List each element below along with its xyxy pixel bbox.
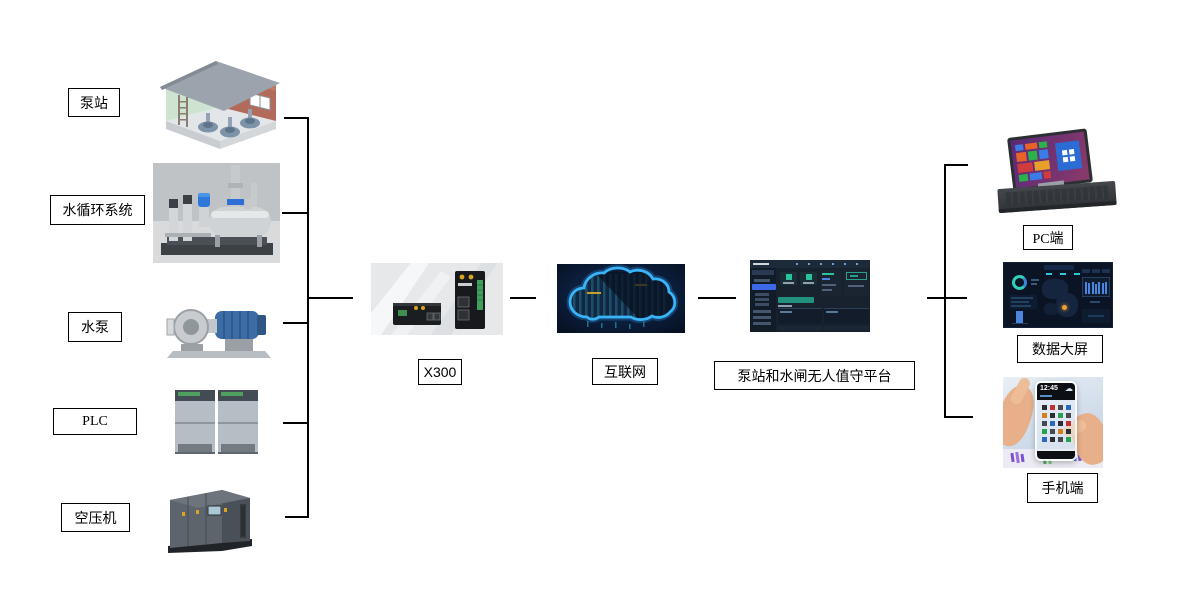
label-pump-station-text: 泵站 — [80, 96, 108, 112]
equipment-base-frame — [161, 243, 273, 255]
plc-module-left — [175, 390, 215, 454]
transparent-phone: 12:45 ☁ — [1035, 381, 1077, 461]
platform-screenshot-image — [750, 260, 870, 332]
label-mobile: 手机端 — [1027, 473, 1098, 503]
label-mobile-text: 手机端 — [1041, 482, 1084, 497]
connector-mobile — [944, 416, 973, 418]
label-air-compressor-text: 空压机 — [74, 511, 117, 527]
bigscreen-bar-chart — [1082, 277, 1110, 297]
line-gateway-to-internet — [510, 297, 536, 299]
gateway-x300-image — [371, 263, 503, 335]
map-marker — [1062, 305, 1067, 310]
label-pc: PC端 — [1023, 225, 1073, 250]
compressor-base — [168, 539, 252, 553]
label-air-compressor: 空压机 — [61, 503, 130, 532]
phone-clock: 12:45 — [1040, 385, 1058, 392]
compressor-vents — [240, 504, 246, 538]
air-compressor-image — [158, 480, 260, 560]
label-water-pump-text: 水泵 — [81, 321, 109, 336]
cloud-digital-rain — [587, 321, 645, 329]
plc-module-right — [218, 390, 258, 454]
label-gateway: X300 — [418, 359, 462, 385]
label-big-screen-text: 数据大屏 — [1032, 343, 1088, 358]
label-water-circulation: 水循环系统 — [50, 195, 145, 225]
bigscreen-donut-chart — [1012, 275, 1027, 290]
cloud-neon-outline — [568, 266, 677, 321]
connector-pump-station — [284, 117, 309, 119]
label-plc-text: PLC — [82, 413, 108, 429]
vertical-pumps — [165, 195, 211, 241]
blue-accumulator — [198, 193, 210, 227]
connector-water-circulation — [282, 212, 309, 214]
bigscreen-title — [1044, 265, 1074, 270]
pump-volute — [166, 309, 209, 345]
laptop-screen — [1010, 131, 1090, 189]
gateway-device-horizontal — [393, 303, 441, 325]
label-internet-text: 互联网 — [604, 365, 646, 381]
label-pump-station: 泵站 — [68, 88, 120, 117]
line-platform-to-rightbus — [927, 297, 967, 299]
line-internet-to-platform — [698, 297, 736, 299]
house-pumps — [198, 109, 260, 138]
water-pump-image — [165, 295, 273, 363]
label-plc: PLC — [53, 408, 137, 435]
right-bus-line — [944, 164, 946, 418]
water-circulation-image — [153, 163, 280, 263]
label-gateway-text: X300 — [423, 364, 457, 380]
connector-pc — [944, 164, 968, 166]
pump-station-house-image — [160, 61, 280, 149]
internet-cloud-image — [557, 264, 685, 333]
house-ladder — [178, 95, 188, 127]
compressor-display — [207, 505, 222, 516]
left-bus-line — [307, 117, 309, 518]
platform-teal-bar — [778, 297, 814, 303]
horizontal-tank — [209, 199, 271, 247]
platform-button — [846, 272, 867, 280]
line-bus-to-gateway — [307, 297, 353, 299]
bigscreen-vertical-bar — [1016, 311, 1023, 323]
label-pc-text: PC端 — [1032, 231, 1064, 247]
plc-image — [173, 382, 260, 462]
connector-water-pump — [283, 322, 309, 324]
connector-air-compressor — [285, 516, 309, 518]
big-screen-image — [1003, 262, 1113, 328]
pump-baseplate — [167, 351, 271, 358]
platform-control-panel — [844, 269, 869, 296]
label-water-pump: 水泵 — [68, 312, 122, 342]
platform-topbar — [750, 260, 870, 268]
label-big-screen: 数据大屏 — [1017, 335, 1103, 363]
laptop-image — [997, 128, 1118, 214]
compressor-top — [170, 490, 250, 508]
connector-plc — [283, 422, 309, 424]
platform-sidebar-active-item — [752, 284, 776, 290]
weather-cloud-icon: ☁ — [1065, 384, 1073, 393]
pump-motor — [215, 311, 266, 339]
phone-bottom-bar — [1037, 451, 1075, 459]
label-platform: 泵站和水闸无人值守平台 — [714, 361, 915, 390]
phone-status-bar: 12:45 ☁ — [1037, 383, 1075, 400]
mobile-phone-image: 12:45 ☁ — [1003, 377, 1103, 468]
label-internet: 互联网 — [592, 358, 658, 385]
gateway-device-vertical — [455, 271, 485, 329]
windows-logo-tile — [1054, 140, 1083, 172]
label-water-circulation-text: 水循环系统 — [62, 204, 133, 219]
label-platform-text: 泵站和水闸无人值守平台 — [737, 369, 892, 385]
